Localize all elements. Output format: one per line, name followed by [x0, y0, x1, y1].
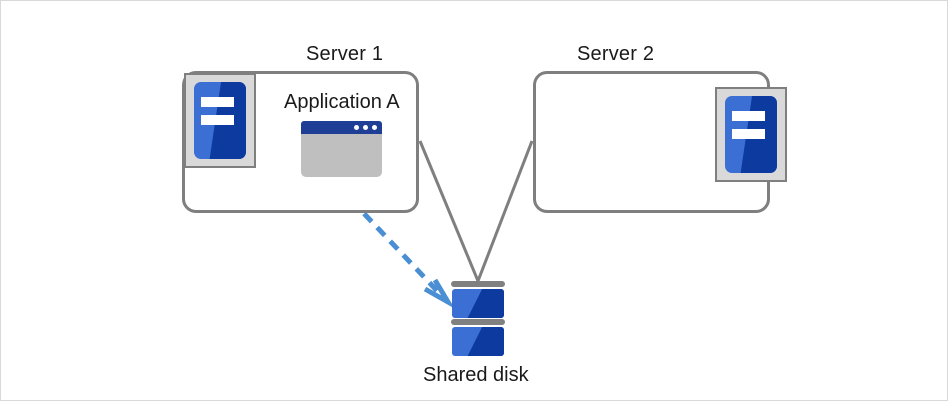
- server-1-to-shared-disk-link: [418, 140, 480, 282]
- server-chassis-graphic: [194, 82, 246, 159]
- application-a-access-arrowhead: [423, 278, 455, 309]
- disk-cap-2: [451, 319, 505, 325]
- window-dot-1: [354, 125, 359, 130]
- disk-cap-1: [451, 281, 505, 287]
- application-window-titlebar: [301, 121, 382, 134]
- shared-disk-label: Shared disk: [423, 364, 529, 386]
- server-slot-bar-1: [731, 111, 766, 122]
- application-window-icon[interactable]: [301, 121, 382, 177]
- window-dot-2: [363, 125, 368, 130]
- server-2-to-shared-disk-link: [476, 140, 534, 282]
- application-window-body: [301, 134, 382, 177]
- disk-platter-1: [452, 289, 504, 318]
- server-slot-bar-1: [200, 97, 235, 108]
- window-dot-3: [372, 125, 377, 130]
- server-2-caption: Server 2: [577, 43, 655, 65]
- application-a-label: Application A: [284, 91, 400, 113]
- disk-platter-2: [452, 327, 504, 356]
- disk-stack-icon[interactable]: [451, 281, 505, 358]
- server-slot-bar-2: [200, 115, 235, 126]
- server-machine-icon: [184, 73, 256, 168]
- server-1-caption: Server 1: [306, 43, 384, 65]
- server-chassis-graphic: [725, 96, 777, 173]
- server-machine-icon: [715, 87, 787, 182]
- server-slot-bar-2: [731, 129, 766, 140]
